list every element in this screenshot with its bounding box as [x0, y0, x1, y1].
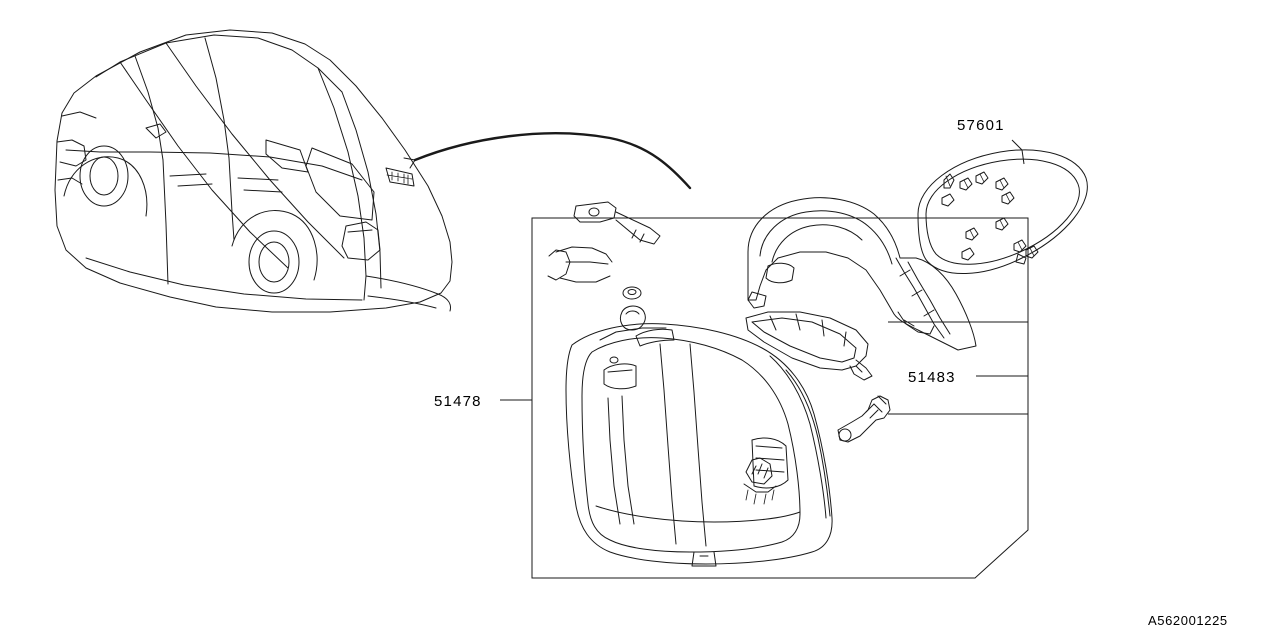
part-label-51478: 51478	[434, 393, 482, 410]
key-blade	[573, 201, 661, 245]
rear-gate-handle-cover	[747, 197, 977, 351]
leader-lines	[500, 139, 1029, 432]
grommet	[619, 305, 646, 331]
vehicle-to-detail-pointer	[403, 132, 692, 190]
rear-emblem-ornament	[917, 149, 1088, 275]
part-label-51483: 51483	[908, 369, 956, 386]
drawing-number: A562001225	[1148, 613, 1228, 628]
part-label-57601: 57601	[957, 117, 1005, 134]
garnish-strip	[745, 311, 873, 381]
bolt-stud	[837, 395, 891, 443]
washer-ring	[622, 286, 642, 300]
spring-clip	[547, 246, 613, 283]
trim-group-boundary	[531, 217, 1029, 579]
rear-gate-lower-trim-panel	[565, 323, 833, 567]
vehicle-outline	[54, 29, 453, 313]
